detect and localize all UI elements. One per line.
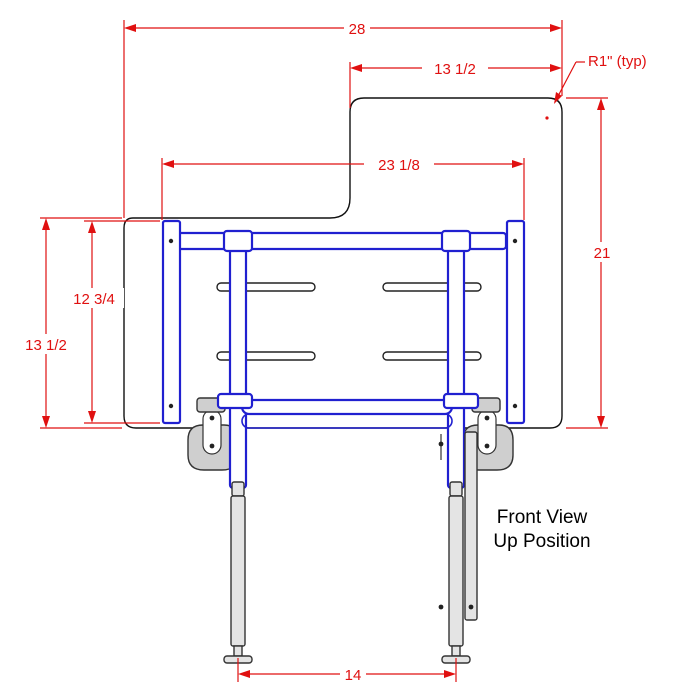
dimension-frame-width: 23 1/8 [161,155,525,220]
dimension-overall-width: 28 [123,19,563,218]
blue-support-frame [161,219,526,490]
caption-line-1: Front View [497,507,588,528]
seat-outline [123,97,563,429]
left-leg [223,481,253,664]
radius-callout: R1" (typ) [554,53,647,104]
dimension-label-frame-width: 23 1/8 [378,157,420,174]
seat-slot [382,351,482,361]
right-leg [441,481,471,664]
dimension-label-overall-width: 28 [349,21,366,38]
leg-support-strap [438,431,478,621]
left-wall-mount [187,397,239,471]
seat-slot [382,282,482,292]
radius-center-mark [545,116,549,120]
dimension-label-seat-depth: 13 1/2 [25,337,67,354]
dimension-label-overall-depth: 21 [594,245,611,262]
dimension-overall-depth: 21 [566,97,614,429]
dimension-seat-depth: 13 1/2 [16,217,122,429]
dimension-label-upper-width: 13 1/2 [434,61,476,78]
dimension-upper-width: 13 1/2 [349,59,562,108]
dimension-leg-spacing: 14 [237,658,457,684]
radius-label: R1" (typ) [588,53,647,70]
dimension-frame-depth: 12 3/4 [64,220,160,424]
dimension-label-leg-spacing: 14 [345,667,362,684]
caption-line-2: Up Position [493,531,590,552]
dimension-label-frame-depth: 12 3/4 [73,291,115,308]
